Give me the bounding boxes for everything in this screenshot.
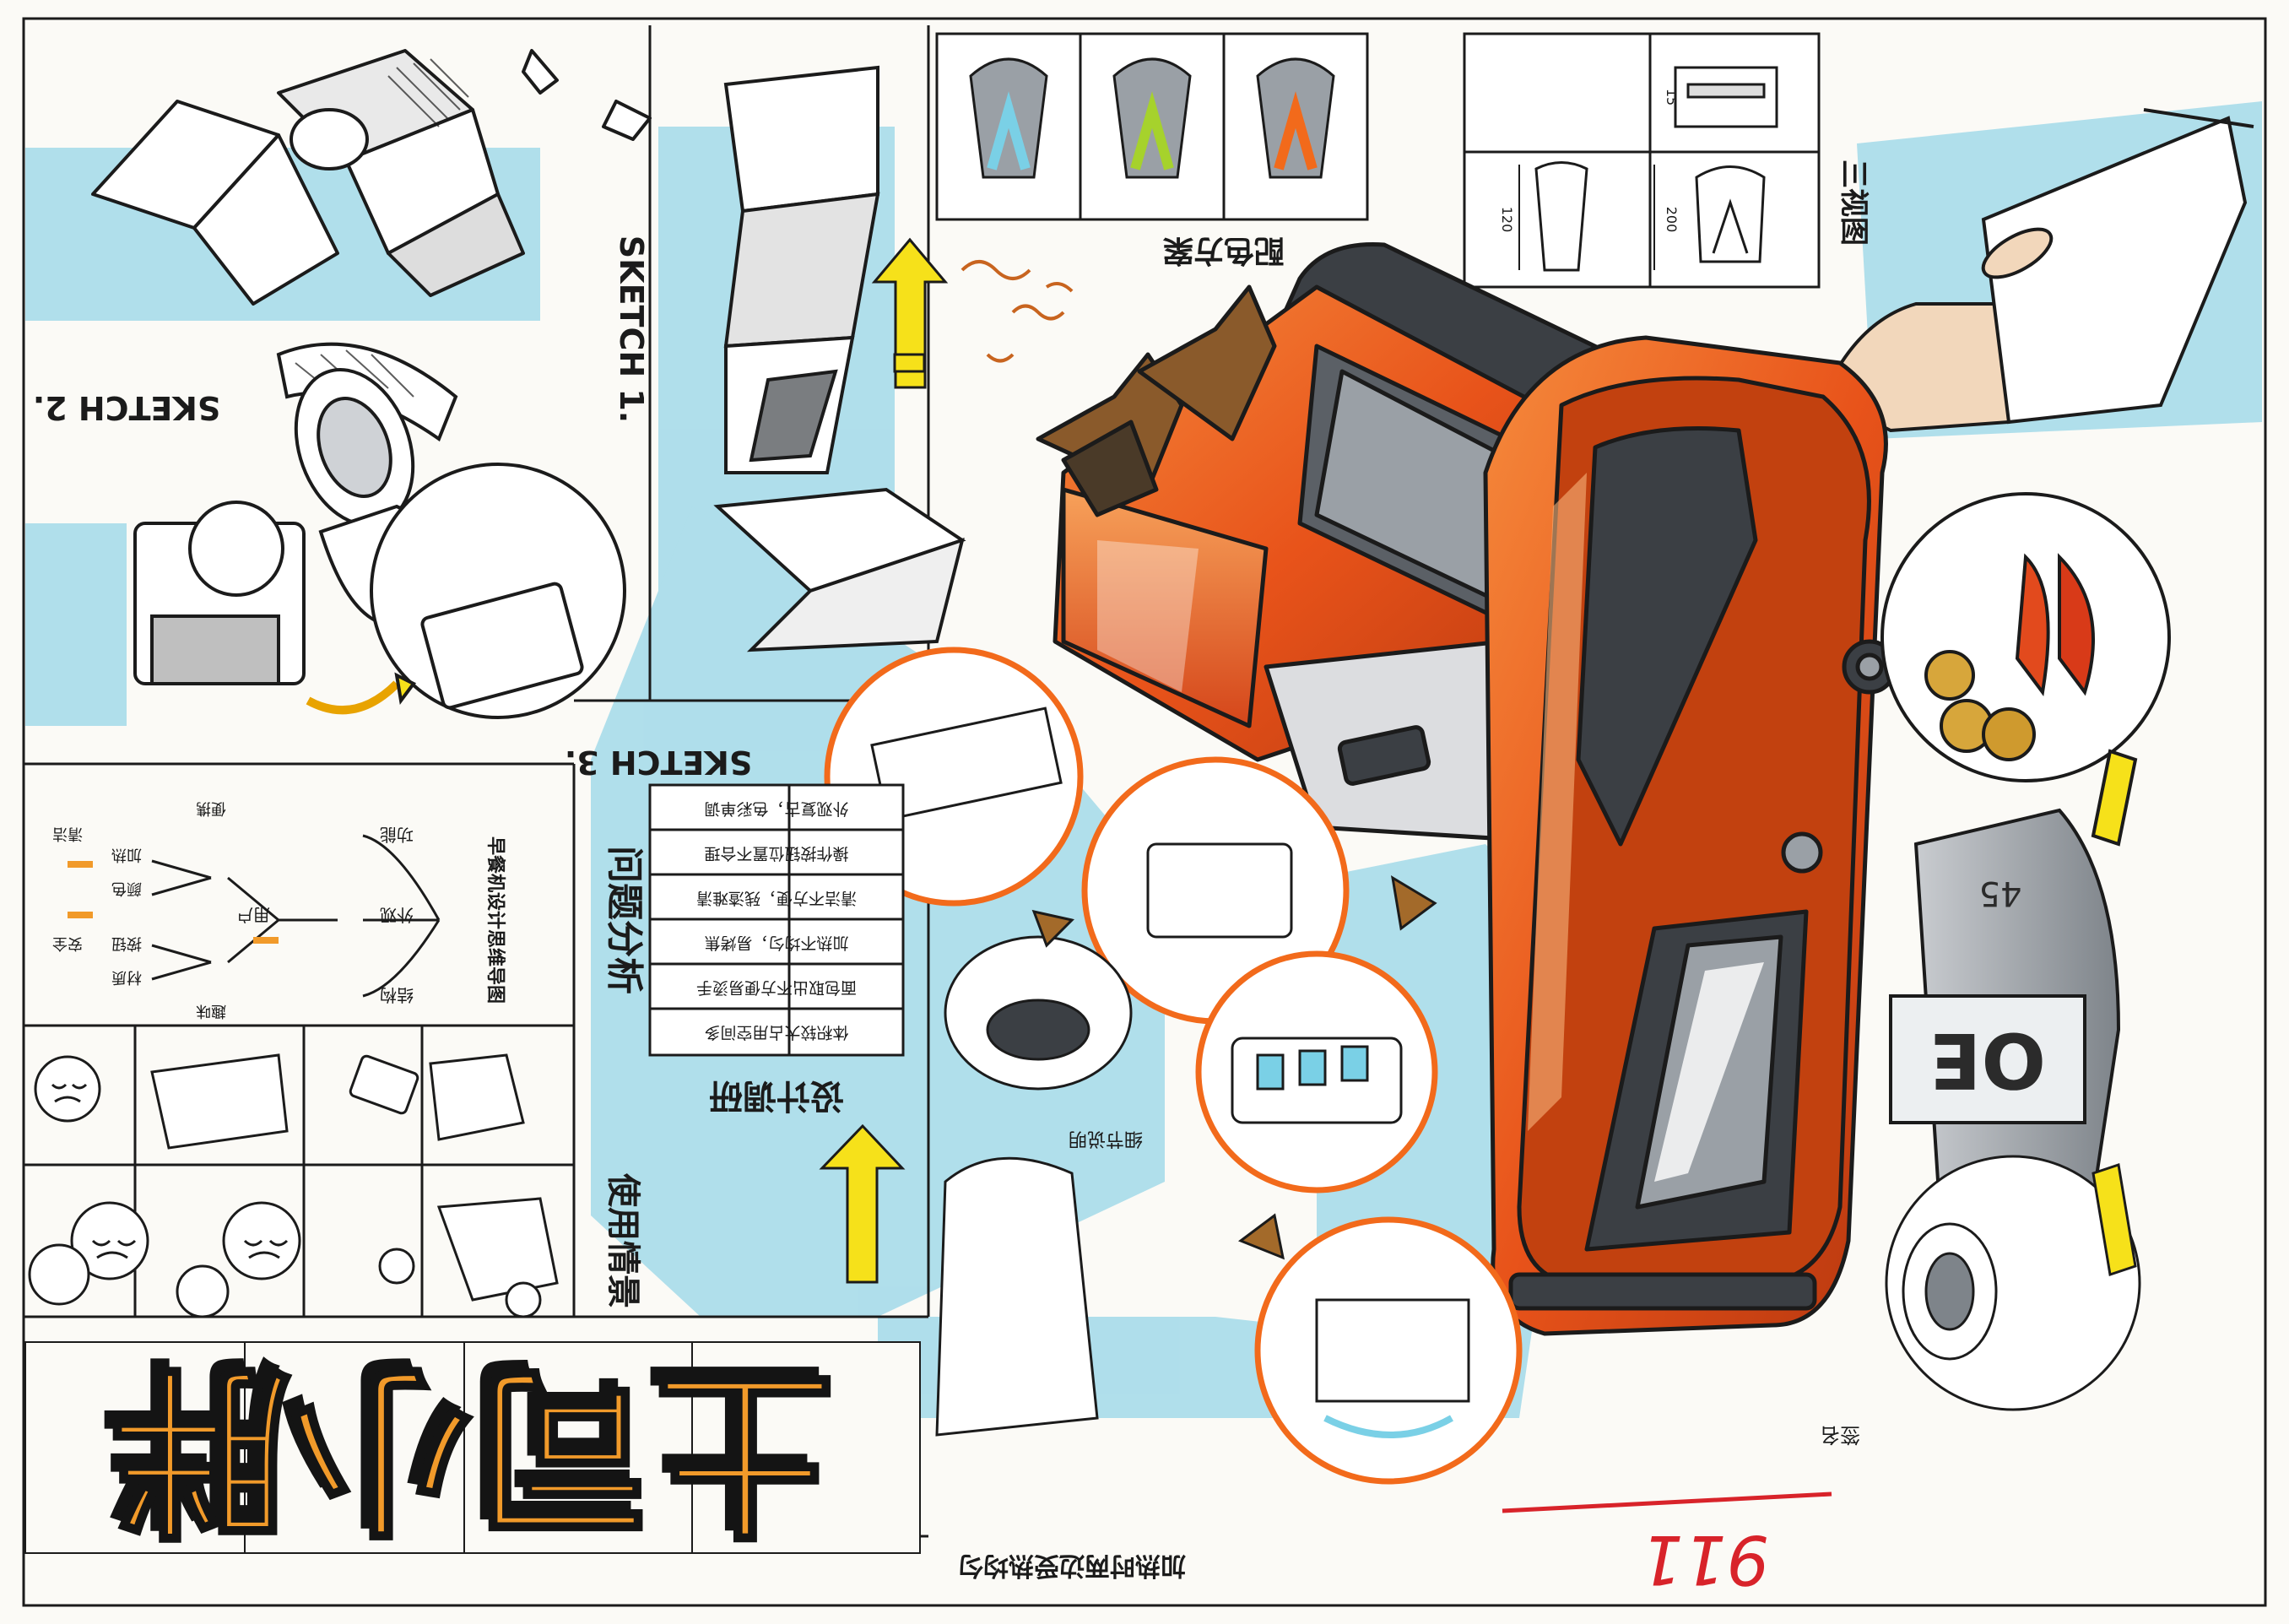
yellow-arrow-icon — [819, 1123, 906, 1284]
page-title: 土司小胖 — [110, 1343, 836, 1555]
mindmap-leaf: 材质 — [111, 968, 142, 986]
survey-row: 操作按钮位置不合理 — [704, 844, 848, 863]
dimension-label: 120 — [1499, 207, 1515, 233]
survey-row: 清洁不方便，残渣难清 — [696, 889, 857, 907]
mindmap-branch: 用户 — [236, 905, 270, 925]
label-sketch-3: SKETCH 3. — [565, 744, 753, 781]
dial-letters: OE — [1929, 1015, 2046, 1104]
sketch-round-capsule — [133, 342, 626, 719]
mindmap-leaf: 加热 — [111, 846, 142, 863]
brown-arrow-icon — [1390, 875, 1437, 931]
survey-row: 面包取出不方便易烫手 — [696, 978, 857, 997]
mindmap-leaf: 清洁 — [52, 825, 83, 842]
brown-arrow-icon — [1237, 1213, 1285, 1260]
title-block: 土司小胖 土司小胖 — [24, 1333, 921, 1556]
survey-row: 外观复古，色彩单调 — [704, 799, 848, 818]
sketch-column-forms — [713, 65, 966, 652]
sheet-frame — [22, 17, 2267, 1607]
three-views-panel: 200 120 15 三视图 — [1463, 32, 1870, 289]
vegetables-detail — [1880, 492, 2171, 847]
title-shadow: 土司小胖 — [100, 1333, 825, 1545]
yellow-arrow-icon — [2091, 749, 2138, 847]
mind-map-text: 早餐机设计思维导图 功能 外观 结构 用户 加热 颜色 按钮 材质 清洁 安全 … — [52, 799, 506, 1020]
footer-note: 加热时两边受热均匀 — [958, 1551, 1186, 1580]
survey-label: 设计调研 — [709, 1076, 844, 1115]
mindmap-leaf: 按钮 — [111, 934, 142, 952]
brown-arrow-icon — [1031, 909, 1074, 948]
mindmap-branch: 外观 — [380, 905, 414, 925]
detail-callout-contents — [870, 706, 2141, 1438]
hand-holding-sketch — [1821, 108, 2254, 433]
detail-note: 细节说明 — [1069, 1128, 1143, 1149]
mindmap-branch: 功能 — [380, 825, 414, 845]
brown-arrow-group — [1031, 875, 1437, 1260]
mindmap-leaf: 颜色 — [111, 880, 142, 897]
label-sketch-2: SKETCH 2. — [33, 389, 221, 426]
mind-map — [68, 834, 441, 998]
label-sketch-1: SKETCH 1. — [613, 235, 650, 424]
orange-scribbles — [961, 260, 1074, 363]
mindmap-leaf: 安全 — [52, 934, 83, 952]
storyboard-doodles — [28, 1053, 559, 1318]
sketch-toaster-top — [91, 49, 652, 306]
yellow-arrow-icon — [2091, 1163, 2137, 1276]
page-number-underline — [1502, 1491, 1832, 1513]
signature: 签名 — [1820, 1423, 1860, 1447]
survey-table-rows: 外观复古，色彩单调 操作按钮位置不合理 清洁不方便，残渣难清 加热不均匀，易烤焦… — [696, 799, 857, 1042]
survey-table — [648, 783, 905, 1057]
color-scheme-label: 配色方案 — [1162, 233, 1285, 268]
sketch-labels: SKETCH 2. SKETCH 3. SKETCH 1. — [33, 235, 753, 781]
mindmap-leaf: 便携 — [196, 799, 226, 817]
survey-row: 加热不均匀，易烤焦 — [704, 934, 848, 952]
dimension-label: 15 — [1664, 89, 1680, 106]
mindmap-branch: 结构 — [380, 985, 414, 1005]
hero-toaster — [1036, 242, 1897, 1336]
yellow-arrow-group — [819, 237, 949, 1284]
dial-device-sketch: OE 45 — [1889, 808, 2121, 1235]
analysis-label: 问题分析 — [603, 846, 646, 994]
color-scheme-panel: 配色方案 — [935, 32, 1369, 268]
storyboard-label: 使用情景 — [603, 1173, 642, 1308]
mindmap-leaf: 趣味 — [196, 1002, 226, 1020]
dial-number: 45 — [1979, 874, 2022, 912]
page-number: 911 — [1641, 1520, 1770, 1599]
three-views-label: 三视图 — [1837, 160, 1870, 246]
survey-row: 体积较大占用空间多 — [704, 1023, 848, 1042]
dimension-label: 200 — [1664, 207, 1680, 233]
mindmap-root: 早餐机设计思维导图 — [484, 836, 506, 1004]
